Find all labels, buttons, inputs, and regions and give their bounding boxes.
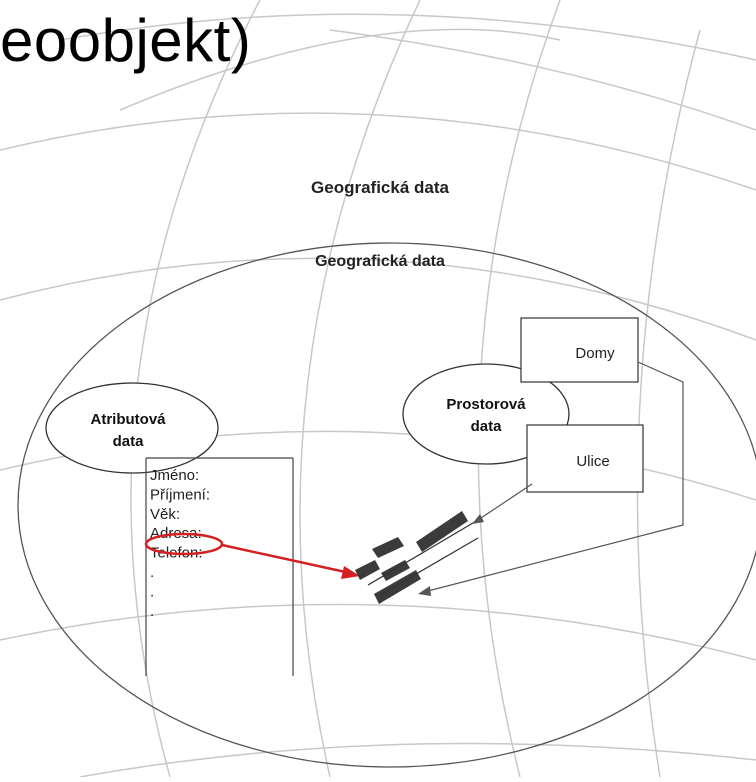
attribute-field: . [150,583,154,600]
attribute-field: Jméno: [150,467,199,484]
house-shape [381,560,410,581]
houses-connector-arrowhead [418,586,431,596]
geographic-data-ellipse [17,242,756,768]
house-shape [355,560,380,580]
address-highlight [144,532,224,556]
map-features [355,511,479,604]
street-line [379,537,479,596]
address-arrowhead [341,566,360,579]
slide-title: eoobjekt) [0,7,252,74]
street-line [367,519,479,586]
streets-connector [477,483,533,521]
houses-box [520,317,639,383]
attribute-table [145,457,294,676]
streets-label: Ulice [576,453,609,470]
streets-box [526,424,644,493]
attribute-field: . [150,603,154,620]
attribute-field-list: Jméno:Příjmení:Věk:Adresa:Telefon:... [150,467,210,620]
attribute-field: . [150,564,154,581]
outer-caption: Geografická data [311,178,449,197]
attribute-label-line1: Atributová [91,411,167,428]
houses-label: Domy [575,345,615,362]
attribute-data-ellipse [45,382,219,474]
spatial-label-line1: Prostorová [446,396,526,413]
address-arrow [221,543,351,575]
house-shape [372,537,404,558]
attribute-field: Příjmení: [150,486,210,503]
houses-connector [423,361,684,593]
attribute-field: Věk: [150,506,180,523]
streets-connector-arrowhead [472,514,484,524]
spatial-label-line2: data [471,418,503,435]
house-shape [416,511,468,552]
ellipse-caption: Geografická data [315,253,445,270]
attribute-label-line2: data [113,433,145,450]
